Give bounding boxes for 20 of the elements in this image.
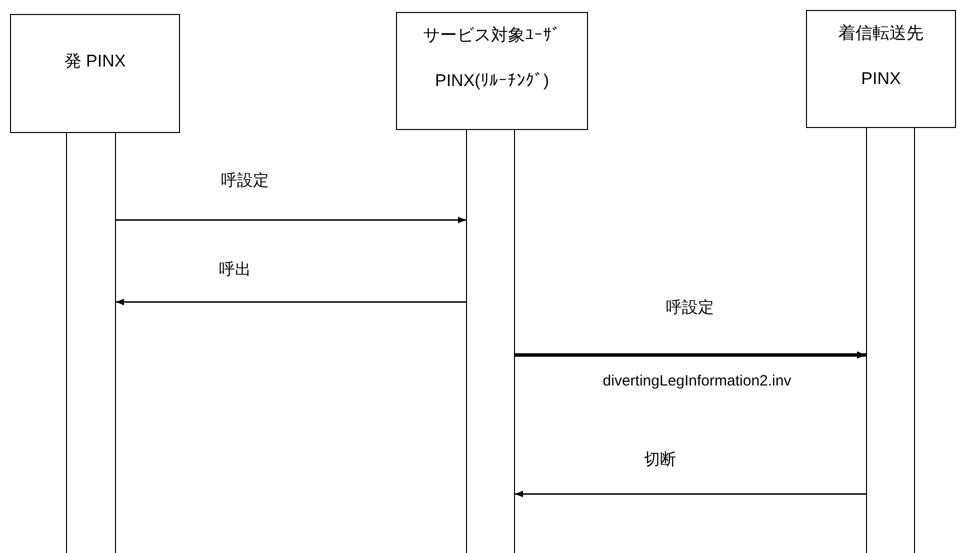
- edge-label: 呼設定: [221, 171, 269, 192]
- message-arrow: [116, 216, 466, 224]
- entity-box: [10, 14, 180, 133]
- edge-label: 呼設定: [666, 298, 714, 318]
- box-label: 発 PINX: [64, 50, 126, 72]
- entity-box: [396, 12, 588, 130]
- message-arrow: [116, 298, 466, 306]
- lifeline-bar: [66, 133, 116, 553]
- message-parameter: divertingLegInformation2.inv: [602, 372, 792, 390]
- edge-label: 切断: [644, 450, 676, 470]
- box-label: PINX(ﾘﾙｰﾁﾝｸﾞ): [435, 71, 549, 91]
- message-arrow: [515, 490, 866, 498]
- edge-label: 呼出: [219, 260, 251, 280]
- lifeline-bar: [466, 130, 515, 553]
- box-label: 着信転送先: [838, 22, 924, 44]
- entity-box: [806, 10, 956, 128]
- lifeline-bar: [866, 128, 915, 553]
- message-arrow: [515, 351, 866, 359]
- box-label: サービス対象ﾕｰｻﾞ: [423, 24, 561, 46]
- box-label: PINX: [861, 69, 901, 89]
